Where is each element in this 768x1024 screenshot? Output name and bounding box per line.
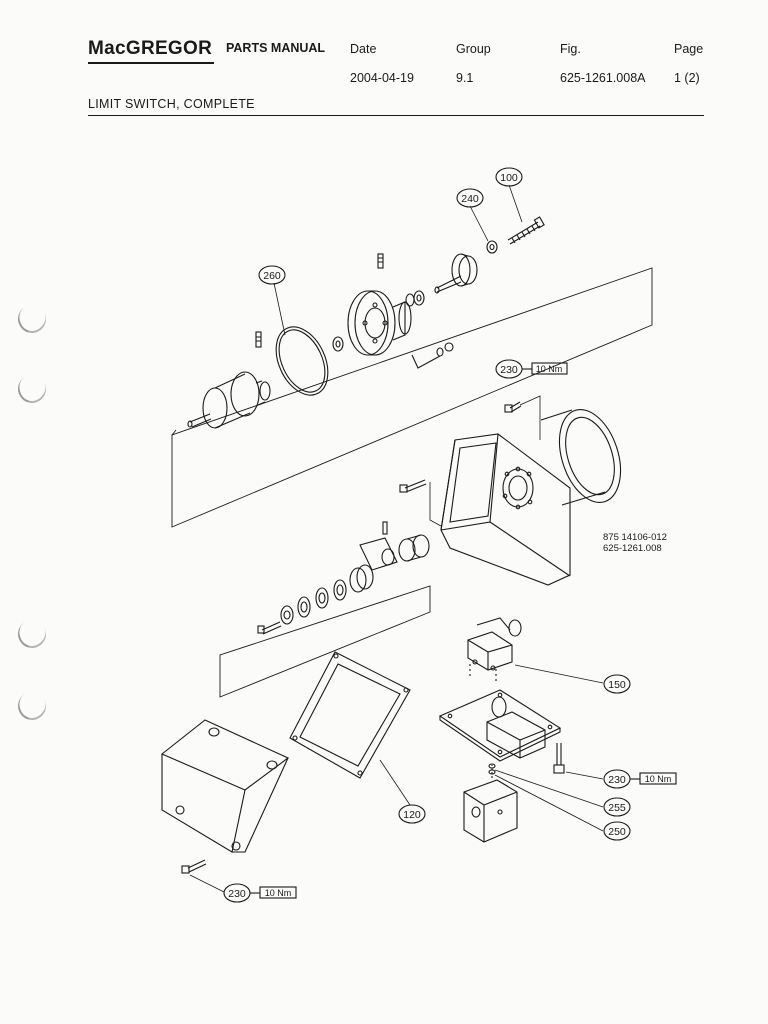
bolt-230-bottom — [181, 859, 207, 874]
micro-switch-150 — [467, 617, 522, 682]
crank-arm — [359, 521, 398, 571]
bolt-100 — [507, 216, 545, 245]
connector-block — [463, 763, 518, 843]
washer-240 — [486, 240, 498, 254]
callout-230-right-badge: 230 10 Nm — [603, 769, 677, 789]
callout-120: 120 — [403, 809, 421, 821]
callout-100: 100 — [500, 172, 518, 184]
page-value: 1 (2) — [674, 71, 700, 85]
page-label: Page — [674, 42, 704, 56]
callout-250: 250 — [608, 826, 626, 838]
callout-255: 255 — [608, 802, 626, 814]
page-title: LIMIT SWITCH, COMPLETE — [88, 97, 255, 111]
bolt-230-top — [504, 401, 522, 413]
callout-leaders — [189, 184, 604, 893]
housing-bolt — [399, 479, 442, 527]
flange-shaft — [434, 253, 478, 294]
header-rule — [88, 115, 704, 116]
callout-230-bottom-badge: 230 10 Nm — [223, 883, 297, 903]
brand-logo: MacGREGOR — [88, 38, 213, 59]
callout-230-top-badge: 230 10 Nm — [495, 359, 568, 379]
callout-150-badge: 150 — [603, 674, 631, 694]
cover-box — [160, 719, 290, 853]
torque-label-right: 10 Nm — [645, 774, 672, 784]
encoder-body — [187, 371, 271, 429]
mounting-plate — [438, 689, 562, 762]
callout-120-badge: 120 — [398, 804, 426, 824]
manual-label: PARTS MANUAL — [226, 41, 326, 55]
assembly-outline-upper — [171, 267, 653, 528]
callout-230-bottom: 230 — [228, 888, 246, 900]
torque-label-bottom: 10 Nm — [265, 888, 292, 898]
date-value: 2004-04-19 — [350, 71, 414, 85]
callout-240-badge: 240 — [456, 188, 484, 208]
drawing-ref-1: 875 14106-012 — [603, 532, 667, 543]
callout-150: 150 — [608, 679, 626, 691]
assembly-outline-lower — [219, 585, 431, 698]
brand-underline — [88, 62, 214, 64]
group-label: Group — [456, 42, 491, 56]
set-screw-top — [377, 253, 384, 269]
callout-250-badge: 250 — [603, 821, 631, 841]
callout-255-badge: 255 — [603, 797, 631, 817]
torque-label-top: 10 Nm — [536, 364, 563, 374]
screw-230-right — [553, 743, 565, 774]
disc-coupling — [347, 290, 412, 356]
o-ring-260 — [275, 326, 329, 396]
callout-260-badge: 260 — [258, 265, 286, 285]
nuts — [411, 342, 454, 369]
callout-230-right: 230 — [608, 774, 626, 786]
fig-value: 625-1261.008A — [560, 71, 646, 85]
bearing-ring — [332, 336, 344, 352]
leader-line — [519, 395, 541, 440]
spacer-stack — [257, 564, 374, 635]
small-rings — [405, 290, 425, 307]
gasket-120 — [289, 651, 411, 779]
callout-100-badge: 100 — [495, 167, 523, 187]
drawing-ref-2: 625-1261.008 — [603, 543, 662, 554]
callout-230-top: 230 — [500, 364, 518, 376]
bushing — [398, 534, 430, 562]
callout-240: 240 — [461, 193, 479, 205]
date-label: Date — [350, 42, 377, 56]
fig-label: Fig. — [560, 42, 581, 56]
main-housing — [440, 408, 622, 586]
group-value: 9.1 — [456, 71, 474, 85]
set-screw-left — [255, 331, 262, 348]
callout-260: 260 — [263, 270, 281, 282]
